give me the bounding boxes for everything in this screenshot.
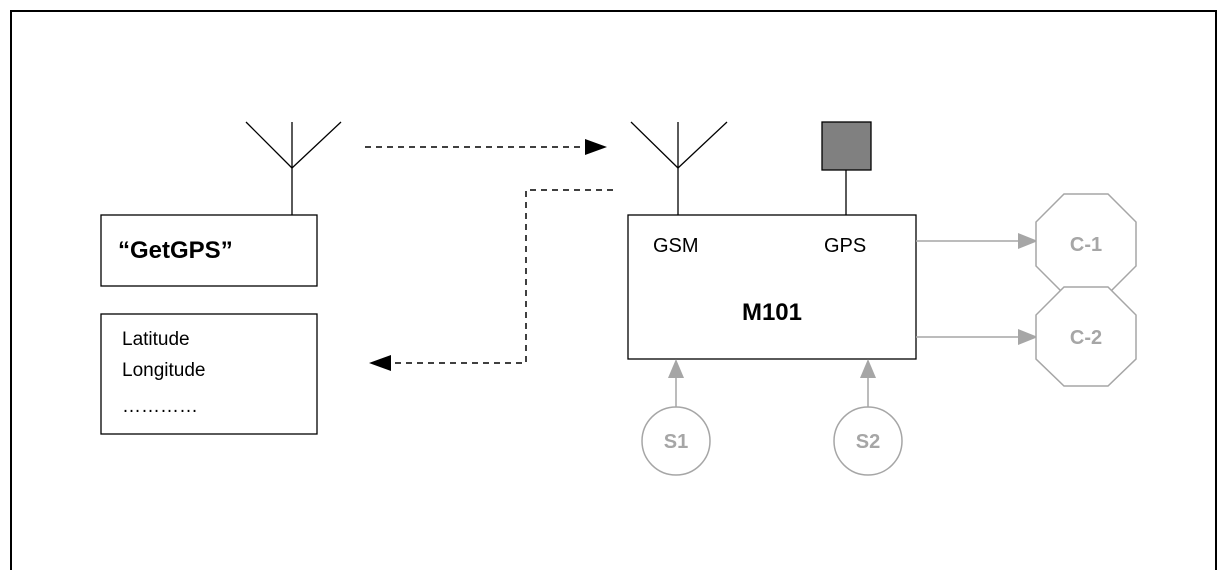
input-arrow-s1 <box>668 359 684 408</box>
response-line-longitude: Longitude <box>122 360 205 381</box>
response-line-latitude: Latitude <box>122 329 190 350</box>
gps-antenna-icon <box>821 121 872 215</box>
device-box: GSM GPS M101 <box>627 214 917 360</box>
command-box: “GetGPS” <box>100 214 318 287</box>
command-label: “GetGPS” <box>118 237 233 264</box>
input-s2-label: S2 <box>856 431 880 453</box>
device-name: M101 <box>742 299 802 326</box>
gsm-antenna-icon <box>630 121 728 215</box>
phone-antenna-icon <box>245 121 342 215</box>
request-arrow <box>365 139 607 155</box>
output-arrow-c2 <box>916 329 1038 345</box>
response-line-ellipsis: ………… <box>122 396 198 417</box>
input-s1-label: S1 <box>664 431 688 453</box>
output-c1: C-1 <box>1035 193 1137 295</box>
output-c2: C-2 <box>1035 286 1137 387</box>
input-arrow-s2 <box>860 359 876 408</box>
diagram-frame <box>10 10 1217 570</box>
output-c2-label: C-2 <box>1070 327 1102 349</box>
output-arrow-c1 <box>916 233 1038 249</box>
input-s1: S1 <box>641 406 711 476</box>
gsm-label: GSM <box>653 235 699 257</box>
response-box: Latitude Longitude ………… <box>100 313 318 435</box>
output-c1-label: C-1 <box>1070 234 1102 256</box>
input-s2: S2 <box>833 406 903 476</box>
response-arrow <box>369 189 613 371</box>
gps-label: GPS <box>824 235 866 257</box>
